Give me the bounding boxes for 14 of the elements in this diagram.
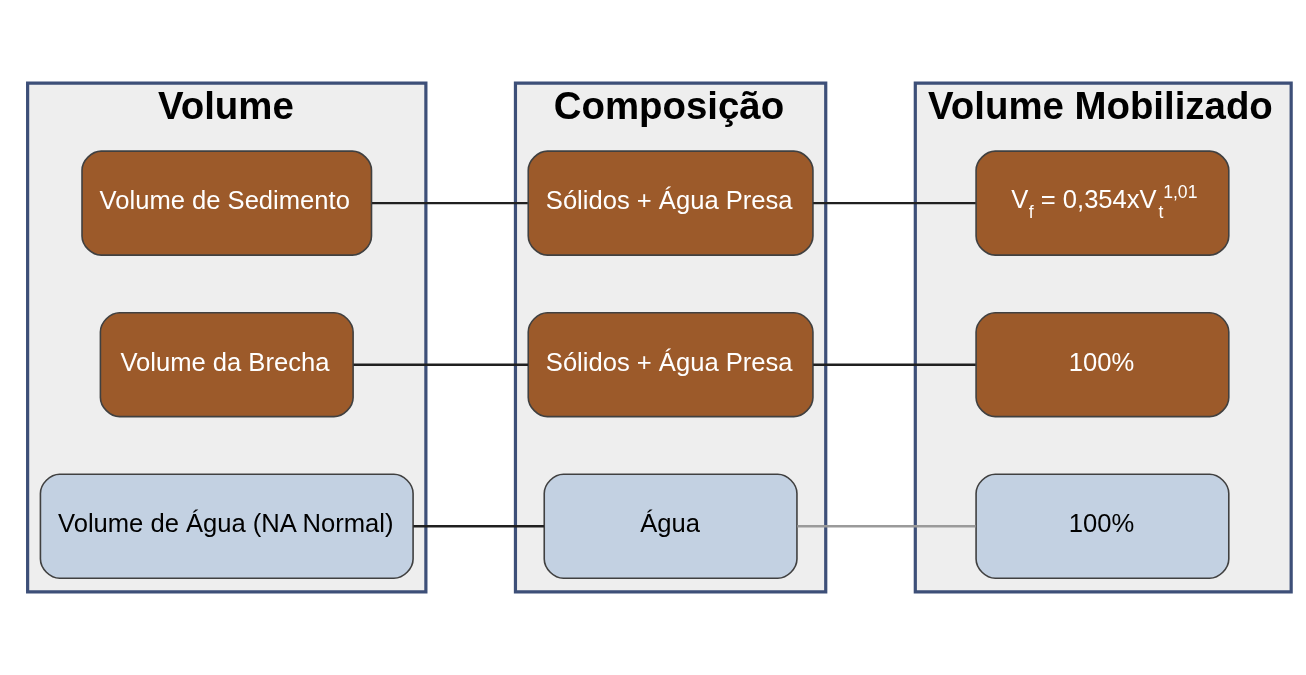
node-box: 100%	[975, 311, 1230, 418]
node-box: Sólidos + Água Presa	[527, 311, 814, 418]
node-box: Sólidos + Água Presa	[527, 150, 814, 256]
connector	[813, 201, 976, 205]
node-box: Volume da Brecha	[99, 311, 354, 418]
connector	[797, 525, 976, 528]
node-box: Água	[543, 473, 798, 579]
node-box: 100%	[975, 473, 1230, 579]
connector	[813, 363, 976, 366]
node-box: Volume de Água (NA Normal)	[39, 473, 414, 579]
connector	[353, 363, 529, 366]
node-box: Volume de Sedimento	[81, 150, 373, 256]
connector	[413, 525, 544, 528]
connector	[372, 201, 528, 205]
